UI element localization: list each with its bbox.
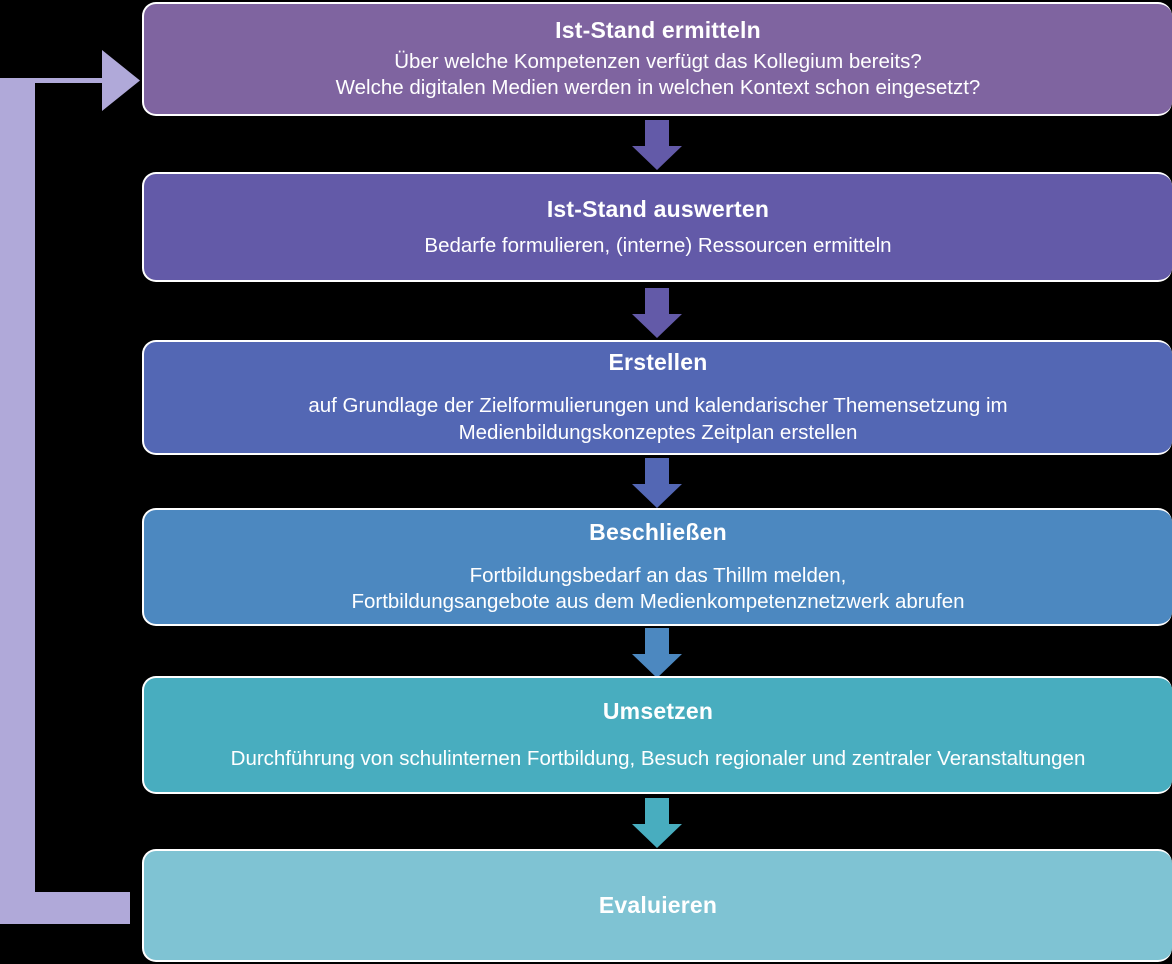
loop-arrow-icon xyxy=(0,50,140,924)
arrow-auswerten-to-erstellen xyxy=(632,288,682,338)
step-title: Beschließen xyxy=(589,518,727,545)
step-description: Fortbildungsbedarf an das Thillm melden,… xyxy=(351,563,964,616)
step-description-line: Bedarfe formulieren, (interne) Ressource… xyxy=(424,233,892,257)
step-box-umsetzen[interactable]: Umsetzen Durchführung von schulinternen … xyxy=(142,676,1172,794)
step-description-line: Fortbildungsbedarf an das Thillm melden, xyxy=(469,563,847,587)
step-title: Erstellen xyxy=(608,349,708,376)
step-description-line: Welche digitalen Medien werden in welche… xyxy=(335,76,981,100)
arrow-beschliessen-to-umsetzen xyxy=(632,628,682,678)
down-arrow-icon xyxy=(632,458,682,508)
step-description: Bedarfe formulieren, (interne) Ressource… xyxy=(424,233,891,260)
step-title: Ist-Stand auswerten xyxy=(546,195,770,222)
step-description: Über welche Kompetenzen verfügt das Koll… xyxy=(336,49,981,102)
arrow-ermitteln-to-auswerten xyxy=(632,120,682,170)
down-arrow-icon xyxy=(632,628,682,678)
step-box-ist-stand-auswerten[interactable]: Ist-Stand auswerten Bedarfe formulieren,… xyxy=(142,172,1172,282)
step-description-line: Durchführung von schulinternen Fortbildu… xyxy=(230,747,1086,771)
arrow-umsetzen-to-evaluieren xyxy=(632,798,682,848)
arrow-erstellen-to-beschliessen xyxy=(632,458,682,508)
step-description-line: Über welche Kompetenzen verfügt das Koll… xyxy=(394,49,922,73)
step-title: Ist-Stand ermitteln xyxy=(555,16,761,43)
step-description-line: Fortbildungsangebote aus dem Medienkompe… xyxy=(351,590,965,614)
down-arrow-icon xyxy=(632,120,682,170)
step-title: Evaluieren xyxy=(598,892,718,919)
step-description: Durchführung von schulinternen Fortbildu… xyxy=(231,746,1086,773)
step-description: auf Grundlage der Zielformulierungen und… xyxy=(308,393,1007,446)
step-title: Umsetzen xyxy=(602,698,714,725)
down-arrow-icon xyxy=(632,798,682,848)
step-description-line: Medienbildungskonzeptes Zeitplan erstell… xyxy=(458,420,858,444)
step-box-ist-stand-ermitteln[interactable]: Ist-Stand ermitteln Über welche Kompeten… xyxy=(142,2,1172,116)
feedback-loop-arrow xyxy=(0,22,150,928)
step-box-erstellen[interactable]: Erstellen auf Grundlage der Zielformulie… xyxy=(142,340,1172,455)
step-box-beschliessen[interactable]: Beschließen Fortbildungsbedarf an das Th… xyxy=(142,508,1172,626)
step-description-line: auf Grundlage der Zielformulierungen und… xyxy=(308,394,1008,418)
down-arrow-icon xyxy=(632,288,682,338)
step-box-evaluieren[interactable]: Evaluieren xyxy=(142,849,1172,962)
